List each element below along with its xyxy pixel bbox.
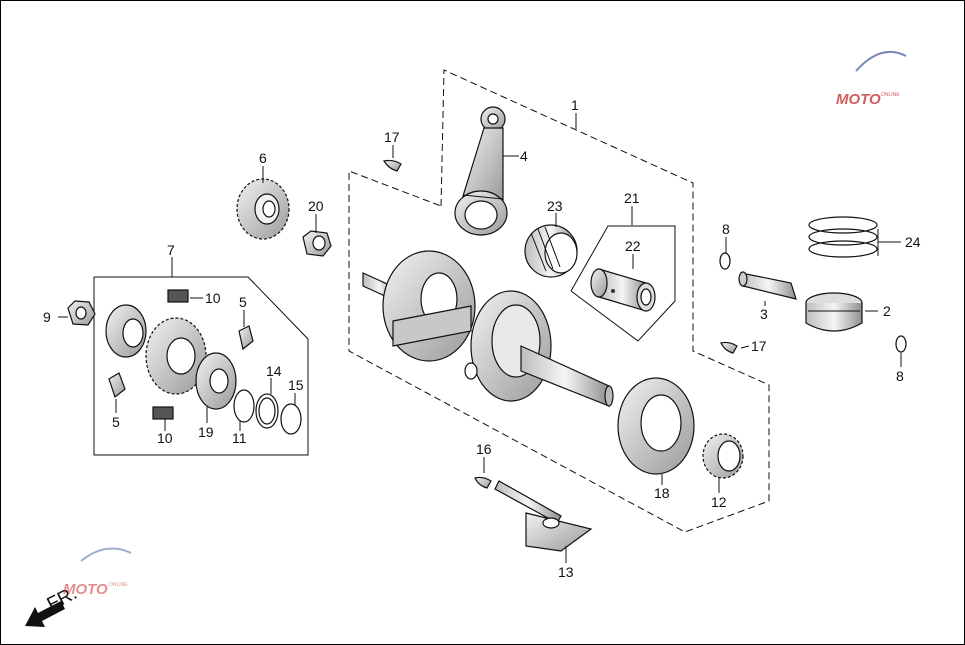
washer-14 bbox=[255, 393, 279, 429]
callout-23: 23 bbox=[547, 198, 563, 214]
washer-11 bbox=[233, 389, 255, 423]
left-crank-web bbox=[362, 250, 476, 362]
callout-21: 21 bbox=[624, 190, 640, 206]
piston-rings bbox=[808, 216, 878, 258]
pin-clip-top bbox=[719, 252, 731, 270]
crankshaft-assembly-outline bbox=[348, 69, 770, 533]
callout-8-top: 8 bbox=[722, 221, 730, 237]
watermark-top-right: MOTO ONLINE bbox=[836, 51, 907, 108]
balancer-hub bbox=[105, 304, 147, 358]
callout-15: 15 bbox=[288, 377, 304, 393]
key-5-bottom bbox=[108, 372, 126, 399]
callout-5-bottom: 5 bbox=[112, 414, 120, 430]
callout-1: 1 bbox=[571, 97, 579, 113]
spring-10-top bbox=[167, 289, 189, 303]
key-5-top bbox=[238, 325, 254, 351]
callout-2: 2 bbox=[883, 303, 891, 319]
flange-nut-9 bbox=[67, 300, 96, 326]
swoosh-icon bbox=[855, 51, 907, 72]
callout-5-top: 5 bbox=[239, 294, 247, 310]
woodruff-key-17-bottom bbox=[720, 341, 738, 354]
watermark-brand: MOTO bbox=[63, 581, 108, 598]
balancer-group-outline bbox=[93, 276, 309, 456]
leader-lines bbox=[58, 113, 902, 563]
piston-pin bbox=[590, 268, 656, 312]
right-crank-web bbox=[464, 290, 614, 407]
piston bbox=[805, 292, 863, 332]
callout-3: 3 bbox=[760, 306, 768, 322]
callout-17-top: 17 bbox=[384, 129, 400, 145]
circlip-15 bbox=[280, 403, 302, 435]
wrist-pin bbox=[738, 271, 797, 300]
callout-4: 4 bbox=[520, 148, 528, 164]
woodruff-key-17-top bbox=[383, 159, 402, 172]
callout-8-bottom: 8 bbox=[896, 368, 904, 384]
callout-16: 16 bbox=[476, 441, 492, 457]
callout-20: 20 bbox=[308, 198, 324, 214]
callout-9: 9 bbox=[43, 309, 51, 325]
drive-gear bbox=[236, 178, 290, 240]
callout-10-bottom: 10 bbox=[157, 430, 173, 446]
callout-19: 19 bbox=[198, 424, 214, 440]
callout-14: 14 bbox=[266, 363, 282, 379]
callout-labels: 1 2 3 4 5 5 6 7 8 8 9 10 10 11 12 13 14 … bbox=[43, 97, 921, 580]
callout-12: 12 bbox=[711, 494, 727, 510]
timing-sprocket bbox=[702, 433, 744, 479]
needle-bearing bbox=[524, 224, 578, 278]
callout-13: 13 bbox=[558, 564, 574, 580]
callout-6: 6 bbox=[259, 150, 267, 166]
flange-nut-20 bbox=[302, 230, 332, 257]
spring-10-bottom bbox=[152, 406, 174, 420]
swoosh-icon bbox=[80, 547, 132, 562]
balancer-gear bbox=[145, 317, 207, 395]
plate-19 bbox=[195, 352, 237, 410]
callout-22: 22 bbox=[625, 238, 641, 254]
ball-bearing bbox=[617, 377, 695, 475]
callout-24: 24 bbox=[905, 234, 921, 250]
connecting-rod bbox=[454, 106, 508, 236]
callout-17-bottom: 17 bbox=[751, 338, 767, 354]
callout-11: 11 bbox=[232, 430, 247, 446]
watermark-tagline: ONLINE bbox=[109, 582, 128, 588]
woodruff-key-16 bbox=[474, 476, 492, 489]
watermark-brand: MOTO bbox=[836, 91, 881, 108]
pin-clip-bottom bbox=[895, 335, 907, 353]
arrow-down-left-icon bbox=[25, 601, 65, 627]
piston-pin-outline bbox=[570, 225, 676, 342]
callout-10-top: 10 bbox=[205, 290, 221, 306]
watermark-bottom-left: MOTO ONLINE bbox=[63, 547, 132, 598]
callout-7: 7 bbox=[167, 242, 175, 258]
watermark-tagline: ONLINE bbox=[881, 92, 900, 98]
callout-18: 18 bbox=[654, 485, 670, 501]
crank-arm bbox=[494, 480, 593, 552]
